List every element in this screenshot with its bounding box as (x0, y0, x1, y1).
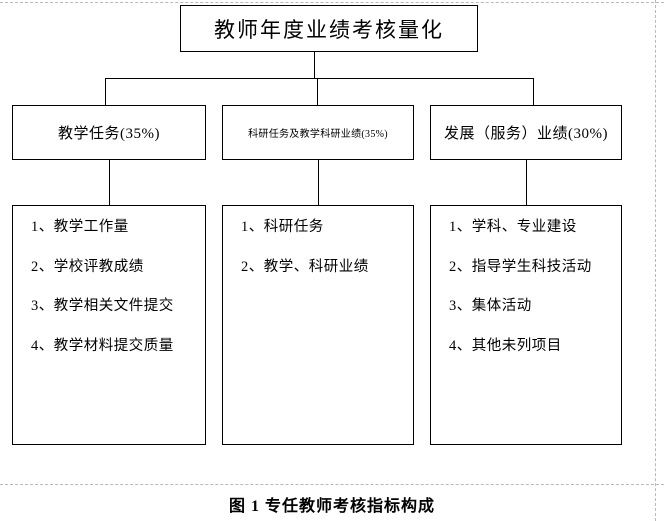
detail-node-2[interactable]: 1、科研任务 2、教学、科研业绩 (222, 205, 414, 445)
list-item: 1、科研任务 (241, 219, 324, 235)
list-item: 1、学科、专业建设 (449, 219, 577, 235)
list-item: 1、教学工作量 (31, 219, 129, 235)
root-node[interactable]: 教师年度业绩考核量化 (180, 5, 478, 52)
figure-caption: 图 1 专任教师考核指标构成 (228, 498, 435, 515)
category-node-2[interactable]: 科研任务及教学科研业绩(35%) (222, 105, 414, 160)
detail-node-1[interactable]: 1、教学工作量 2、学校评教成绩 3、教学相关文件提交 4、教学材料提交质量 (12, 205, 206, 445)
page-guide-caption (0, 484, 664, 485)
page-guide-right (655, 0, 656, 521)
list-item: 2、学校评教成绩 (31, 258, 144, 275)
category-node-1-label: 教学任务(35%) (58, 126, 160, 142)
root-node-label: 教师年度业绩考核量化 (214, 17, 444, 42)
connector-detail-3 (526, 160, 527, 205)
connector-drop-1 (105, 78, 106, 105)
list-item: 3、教学相关文件提交 (31, 298, 174, 314)
connector-root-stem (314, 52, 315, 78)
connector-detail-1 (109, 160, 110, 205)
category-node-3[interactable]: 发展（服务）业绩(30%) (430, 105, 622, 160)
list-item: 4、教学材料提交质量 (31, 337, 174, 354)
category-node-2-label: 科研任务及教学科研业绩(35%) (248, 129, 388, 140)
list-item: 3、集体活动 (449, 298, 532, 314)
list-item: 2、教学、科研业绩 (241, 258, 369, 275)
category-node-3-label: 发展（服务）业绩(30%) (444, 126, 608, 142)
connector-detail-2 (318, 160, 319, 205)
connector-bus (105, 78, 534, 79)
list-item: 4、其他未列项目 (449, 337, 562, 354)
connector-drop-2 (317, 78, 318, 105)
list-item: 2、指导学生科技活动 (449, 258, 592, 275)
detail-node-3[interactable]: 1、学科、专业建设 2、指导学生科技活动 3、集体活动 4、其他未列项目 (430, 205, 622, 445)
connector-drop-3 (533, 78, 534, 105)
page-guide-top (0, 2, 664, 3)
category-node-1[interactable]: 教学任务(35%) (12, 105, 206, 160)
